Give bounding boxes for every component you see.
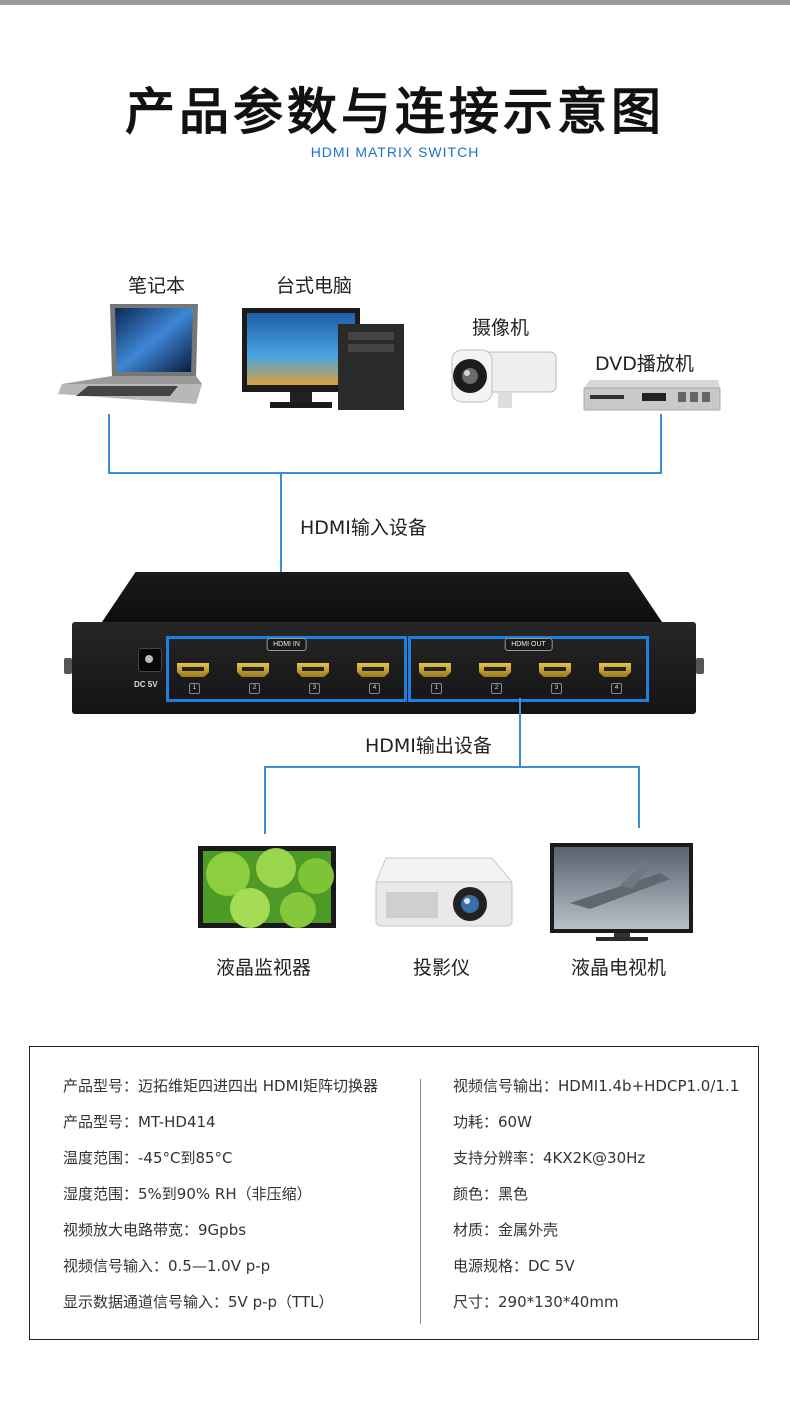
hdmi-out-tag: HDMI OUT <box>504 638 553 651</box>
desktop-label: 台式电脑 <box>276 275 353 297</box>
spec-left-item: 视频信号输入：0.5—1.0V p-p <box>63 1257 271 1275</box>
camera-image <box>451 349 557 408</box>
spec-right-item: 视频信号输出：HDMI1.4b+HDCP1.0/1.1 <box>453 1077 740 1095</box>
port-number: 2 <box>249 683 260 694</box>
matrix-ear-right <box>696 658 704 674</box>
spec-right-item: 功耗：60W <box>453 1113 532 1131</box>
hdmi-out-port <box>599 663 631 677</box>
port-number: 4 <box>611 683 622 694</box>
hdmi-out-group: HDMI OUT 1 2 3 4 <box>408 636 649 702</box>
output-line-left <box>264 766 266 834</box>
spec-left-item: 产品型号：MT-HD414 <box>63 1113 216 1131</box>
spec-right-item: 颜色：黑色 <box>453 1185 529 1203</box>
port-number: 1 <box>189 683 200 694</box>
lcd-tv-image <box>550 843 693 941</box>
laptop-label: 笔记本 <box>128 275 186 297</box>
input-line-right <box>660 414 662 474</box>
spec-table: 产品型号：迈拓维矩四进四出 HDMI矩阵切换器 产品型号：MT-HD414 温度… <box>29 1046 759 1340</box>
hdmi-out-port <box>539 663 571 677</box>
hdmi-in-port <box>237 663 269 677</box>
port-number: 4 <box>369 683 380 694</box>
dc-power-jack <box>138 648 162 672</box>
hdmi-in-group: HDMI IN 1 2 3 4 <box>166 636 407 702</box>
hdmi-out-port <box>479 663 511 677</box>
matrix-top-face <box>102 572 662 622</box>
output-group-label: HDMI输出设备 <box>365 735 492 757</box>
hdmi-out-port <box>419 663 451 677</box>
projector-label: 投影仪 <box>413 957 471 979</box>
desktop-image <box>242 308 404 410</box>
output-trunk-line <box>519 698 521 768</box>
spec-right-item: 电源规格：DC 5V <box>453 1257 575 1275</box>
top-rule <box>0 0 790 5</box>
input-group-label: HDMI输入设备 <box>300 517 427 539</box>
output-line-right <box>638 766 640 828</box>
spec-right-item: 尺寸：290*130*40mm <box>453 1293 619 1311</box>
matrix-ear-left <box>64 658 72 674</box>
hdmi-in-port <box>177 663 209 677</box>
port-number: 2 <box>491 683 502 694</box>
spec-divider <box>420 1079 421 1324</box>
page-subtitle: HDMI MATRIX SWITCH <box>310 144 480 160</box>
spec-right-item: 材质：金属外壳 <box>453 1221 559 1239</box>
tv-label: 液晶电视机 <box>571 957 667 979</box>
port-number: 1 <box>431 683 442 694</box>
input-trunk-line <box>280 472 282 632</box>
input-bus-line <box>108 472 662 474</box>
page-title: 产品参数与连接示意图 <box>125 83 665 141</box>
spec-left-item: 湿度范围：5%到90% RH（非压缩） <box>63 1185 312 1203</box>
port-number: 3 <box>309 683 320 694</box>
hdmi-in-port <box>357 663 389 677</box>
dc-label: DC 5V <box>134 680 158 689</box>
port-number: 3 <box>551 683 562 694</box>
dvd-player-image <box>583 380 721 411</box>
spec-left-item: 产品型号：迈拓维矩四进四出 HDMI矩阵切换器 <box>63 1077 378 1095</box>
laptop-image <box>58 304 202 404</box>
hdmi-in-tag: HDMI IN <box>266 638 307 651</box>
dvd-label: DVD播放机 <box>595 353 694 375</box>
input-line-left <box>108 414 110 474</box>
spec-left-item: 显示数据通道信号输入：5V p-p（TTL） <box>63 1293 334 1311</box>
projector-image <box>375 857 514 927</box>
spec-right-item: 支持分辨率：4KX2K@30Hz <box>453 1149 646 1167</box>
lcd-monitor-image <box>198 846 336 928</box>
output-bus-line <box>264 766 640 768</box>
camera-label: 摄像机 <box>472 317 530 339</box>
spec-left-item: 温度范围：-45°C到85°C <box>63 1149 233 1167</box>
monitor-label: 液晶监视器 <box>216 957 312 979</box>
hdmi-in-port <box>297 663 329 677</box>
hdmi-matrix-switch: DC 5V HDMI IN 1 2 3 4 HDMI OUT 1 2 3 4 <box>62 572 706 722</box>
spec-left-item: 视频放大电路带宽：9Gpbs <box>63 1221 247 1239</box>
